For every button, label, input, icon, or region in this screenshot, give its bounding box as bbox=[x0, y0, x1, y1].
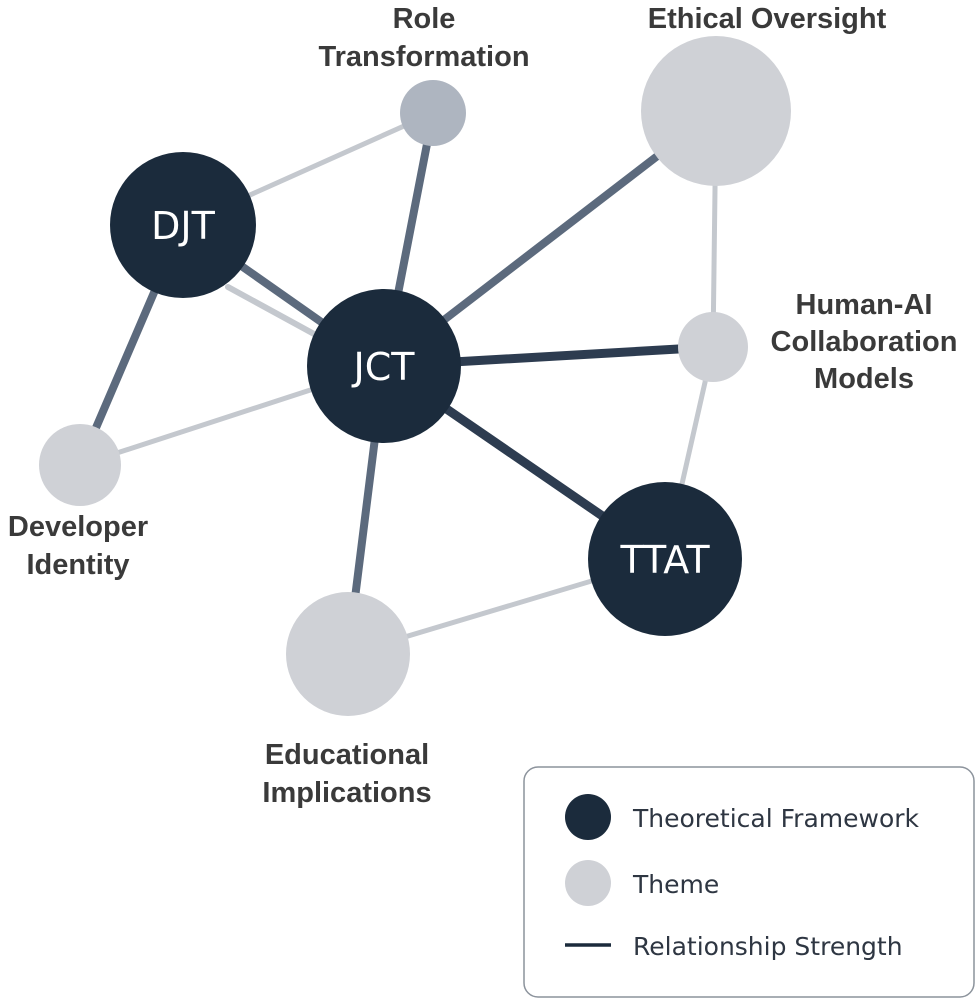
legend-box bbox=[523, 766, 975, 998]
theme-node-role bbox=[400, 80, 466, 146]
legend-strength-label: Relationship Strength bbox=[633, 932, 903, 961]
framework-label-jct: JCT bbox=[352, 345, 416, 389]
theme-node-educational bbox=[286, 592, 410, 716]
theme-label-ethical: Ethical Oversight bbox=[648, 3, 887, 35]
framework-node-jct bbox=[307, 289, 461, 443]
theme-node-ethical bbox=[641, 36, 791, 186]
theme-label-line: Identity bbox=[26, 549, 129, 581]
theme-node-humanai bbox=[678, 312, 748, 382]
nodes-layer: DJT JCT TTAT bbox=[39, 36, 791, 716]
legend-theme-label: Theme bbox=[632, 870, 719, 899]
theme-node-developer bbox=[39, 424, 121, 506]
theme-label-line: Implications bbox=[262, 777, 431, 809]
legend-framework-label: Theoretical Framework bbox=[632, 804, 920, 833]
theme-label-line: Human-AI bbox=[796, 289, 933, 321]
theme-label-line: Ethical Oversight bbox=[648, 3, 887, 35]
framework-node-ttat bbox=[588, 482, 742, 636]
framework-node-djt bbox=[110, 152, 256, 298]
theme-label-line: Transformation bbox=[318, 41, 529, 73]
theme-label-line: Models bbox=[814, 363, 914, 395]
theme-label-line: Role bbox=[393, 3, 456, 35]
legend-theme-swatch bbox=[565, 860, 611, 906]
legend-framework-swatch bbox=[565, 794, 611, 840]
theme-label-line: Collaboration bbox=[771, 326, 958, 358]
framework-label-ttat: TTAT bbox=[619, 538, 710, 582]
theme-label-line: Educational bbox=[265, 739, 429, 771]
framework-label-djt: DJT bbox=[151, 204, 215, 248]
legend: Theoretical Framework Theme Relationship… bbox=[523, 766, 975, 998]
theme-label-line: Developer bbox=[8, 511, 148, 543]
